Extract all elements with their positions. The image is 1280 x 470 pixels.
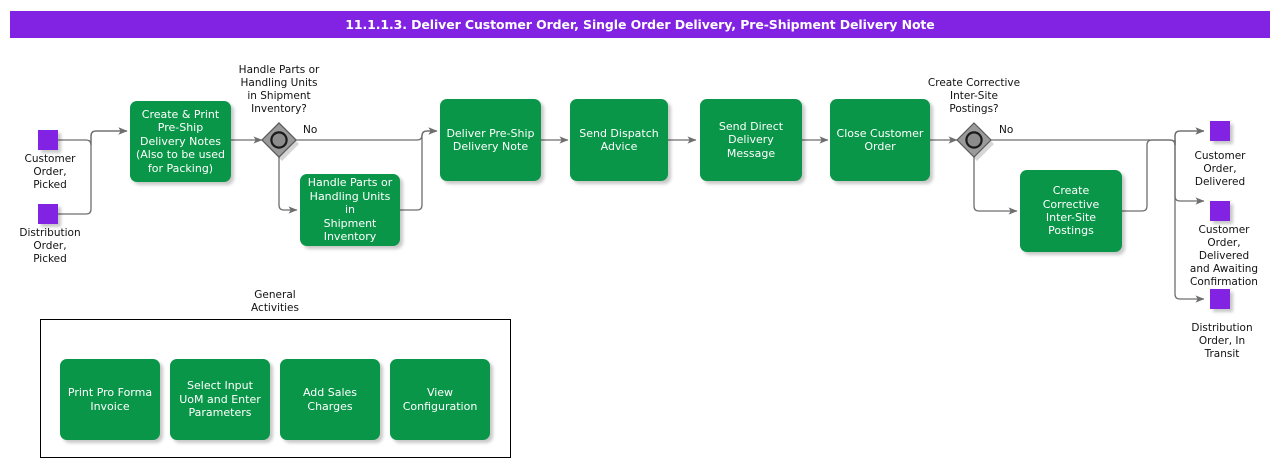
edge-gateway2-yes (973, 157, 1018, 215)
activity-deliver-pre-ship-note-label: Deliver Pre-Ship Delivery Note (446, 126, 535, 153)
end-event-customer-order-delivered-label: Customer Order, Delivered (1194, 150, 1246, 188)
activity-add-sales-charges-label: Add Sales Charges (302, 386, 358, 413)
page-title: 11.1.1.3. Deliver Customer Order, Single… (345, 17, 935, 32)
activity-create-print-pre-ship-label: Create & Print Pre-Ship Delivery Notes (… (135, 107, 226, 175)
edge-gateway1-yes (278, 157, 298, 214)
activity-close-customer-order[interactable]: Close Customer Order (830, 99, 930, 181)
gateway-create-corrective-branch-label: No (999, 124, 1014, 136)
activity-select-input-uom[interactable]: Select Input UoM and Enter Parameters (170, 359, 270, 440)
gateway-handle-parts-branch-label: No (303, 124, 318, 136)
end-event-customer-order-delivered[interactable] (1210, 121, 1230, 141)
start-event-customer-order-picked-label: Customer Order, Picked (24, 153, 76, 191)
activity-send-direct-delivery-message[interactable]: Send Direct Delivery Message (700, 99, 802, 181)
activity-print-pro-forma-invoice[interactable]: Print Pro Forma Invoice (60, 359, 160, 440)
activity-close-customer-order-label: Close Customer Order (836, 126, 924, 153)
edge-bus-to-in-transit (1174, 140, 1205, 303)
activity-send-direct-delivery-message-label: Send Direct Delivery Message (718, 119, 784, 160)
gateway-handle-parts-shape (261, 122, 299, 161)
activity-deliver-pre-ship-note[interactable]: Deliver Pre-Ship Delivery Note (440, 99, 541, 181)
end-event-distribution-order-in-transit-label: Distribution Order, In Transit (1191, 322, 1253, 360)
activity-send-dispatch-advice[interactable]: Send Dispatch Advice (570, 99, 668, 181)
end-event-customer-order-delivered-awaiting-label: Customer Order, Delivered and Awaiting C… (1189, 224, 1259, 288)
activity-print-pro-forma-invoice-label: Print Pro Forma Invoice (67, 386, 153, 413)
edge-distribution-order-to-create (57, 127, 128, 215)
edge-gateway2-no (991, 127, 1205, 146)
general-activities-title: General Activities (251, 289, 299, 314)
start-event-distribution-order-picked-label: Distribution Order, Picked (19, 227, 81, 265)
end-event-distribution-order-in-transit[interactable] (1210, 289, 1230, 309)
activity-create-corrective-postings[interactable]: Create Corrective Inter-Site Postings (1020, 170, 1122, 252)
activity-view-configuration-label: View Configuration (402, 386, 478, 413)
general-activities-container (40, 319, 511, 458)
edge-handle-parts-to-deliver (400, 127, 438, 211)
activity-create-print-pre-ship[interactable]: Create & Print Pre-Ship Delivery Notes (… (130, 101, 231, 182)
edge-corrective-to-bus (1122, 127, 1205, 212)
gateway-create-corrective-caption: Create Corrective Inter-Site Postings? (927, 77, 1021, 115)
activity-view-configuration[interactable]: View Configuration (390, 359, 490, 440)
start-event-distribution-order-picked[interactable] (38, 204, 58, 224)
activity-send-dispatch-advice-label: Send Dispatch Advice (579, 126, 659, 153)
page-title-bar: 11.1.1.3. Deliver Customer Order, Single… (10, 11, 1270, 38)
activity-add-sales-charges[interactable]: Add Sales Charges (280, 359, 380, 440)
start-event-customer-order-picked[interactable] (38, 130, 58, 150)
end-event-customer-order-delivered-awaiting[interactable] (1210, 201, 1230, 221)
gateway-handle-parts-caption: Handle Parts or Handling Units in Shipme… (238, 64, 320, 115)
gateway-create-corrective-shape (956, 122, 994, 161)
activity-create-corrective-postings-label: Create Corrective Inter-Site Postings (1042, 184, 1100, 238)
activity-handle-parts-shipment-inventory[interactable]: Handle Parts or Handling Units in Shipme… (300, 174, 400, 246)
activity-handle-parts-shipment-inventory-label: Handle Parts or Handling Units in Shipme… (307, 176, 393, 244)
activity-select-input-uom-label: Select Input UoM and Enter Parameters (179, 379, 261, 420)
